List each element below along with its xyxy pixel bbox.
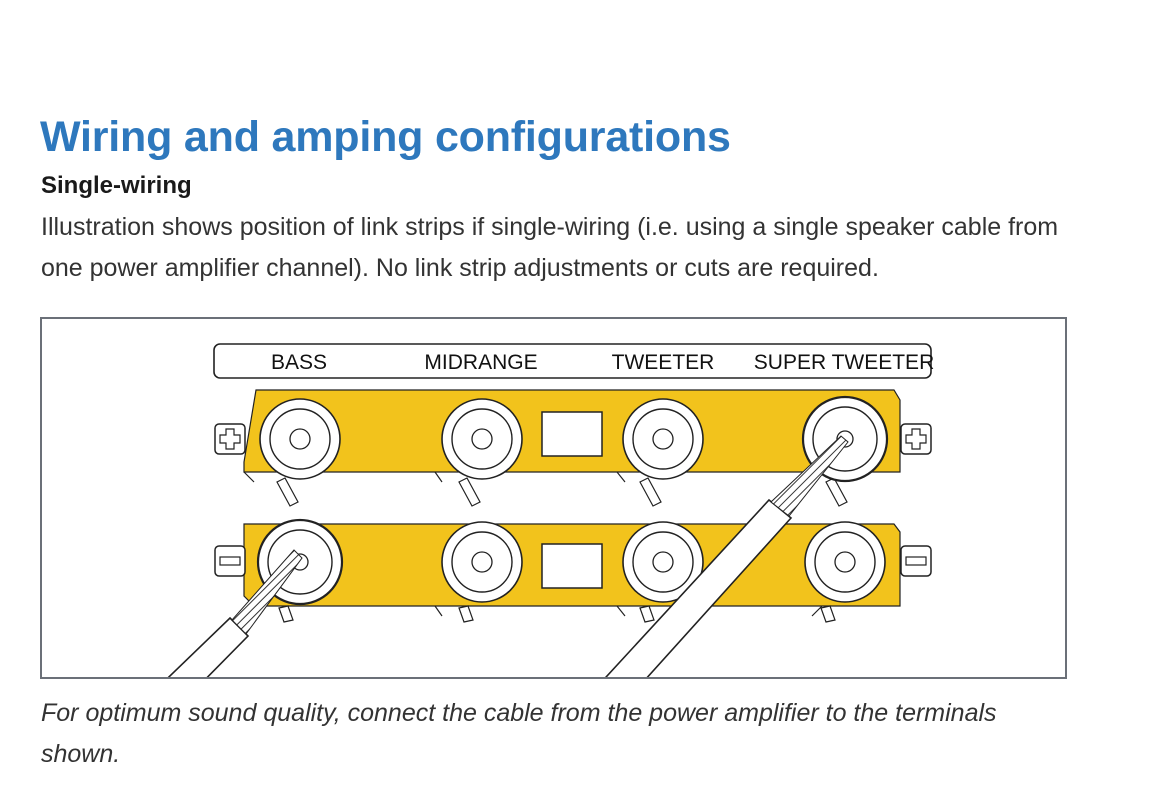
negative-sign-left: [214, 545, 246, 577]
positive-cable: [605, 435, 849, 677]
negative-sign-right: [900, 545, 932, 577]
positive-sign-right: [900, 423, 932, 455]
tweeter-label: TWEETER: [612, 351, 715, 374]
positive-terminal-row: [214, 389, 932, 507]
positive-post-midrange: [441, 398, 523, 507]
negative-post-super-tweeter: [804, 521, 886, 623]
negative-link-window: [541, 543, 603, 589]
terminal-label-bar: BASS MIDRANGE TWEETER SUPER TWEETER: [213, 343, 934, 379]
description-paragraph: Illustration shows position of link stri…: [41, 213, 1059, 282]
negative-post-midrange: [441, 521, 523, 623]
super-tweeter-label: SUPER TWEETER: [754, 351, 934, 374]
negative-post-bass: [256, 518, 344, 623]
section-subtitle: Single-wiring: [41, 172, 192, 199]
positive-link-window: [541, 411, 603, 457]
wiring-diagram: BASS MIDRANGE TWEETER SUPER TWEETER: [40, 317, 1067, 679]
positive-post-bass: [259, 398, 341, 507]
negative-cable: [167, 549, 303, 677]
positive-post-tweeter: [622, 398, 704, 507]
negative-post-tweeter: [622, 521, 704, 623]
figure-caption: For optimum sound quality, connect the c…: [41, 699, 997, 768]
positive-post-super-tweeter: [801, 395, 889, 507]
bass-label: BASS: [271, 351, 327, 374]
negative-terminal-row: [214, 518, 932, 623]
page-title: Wiring and amping configurations: [40, 113, 731, 161]
wiring-diagram-svg: BASS MIDRANGE TWEETER SUPER TWEETER: [167, 343, 934, 677]
positive-sign-left: [214, 423, 246, 455]
midrange-label: MIDRANGE: [424, 351, 537, 374]
